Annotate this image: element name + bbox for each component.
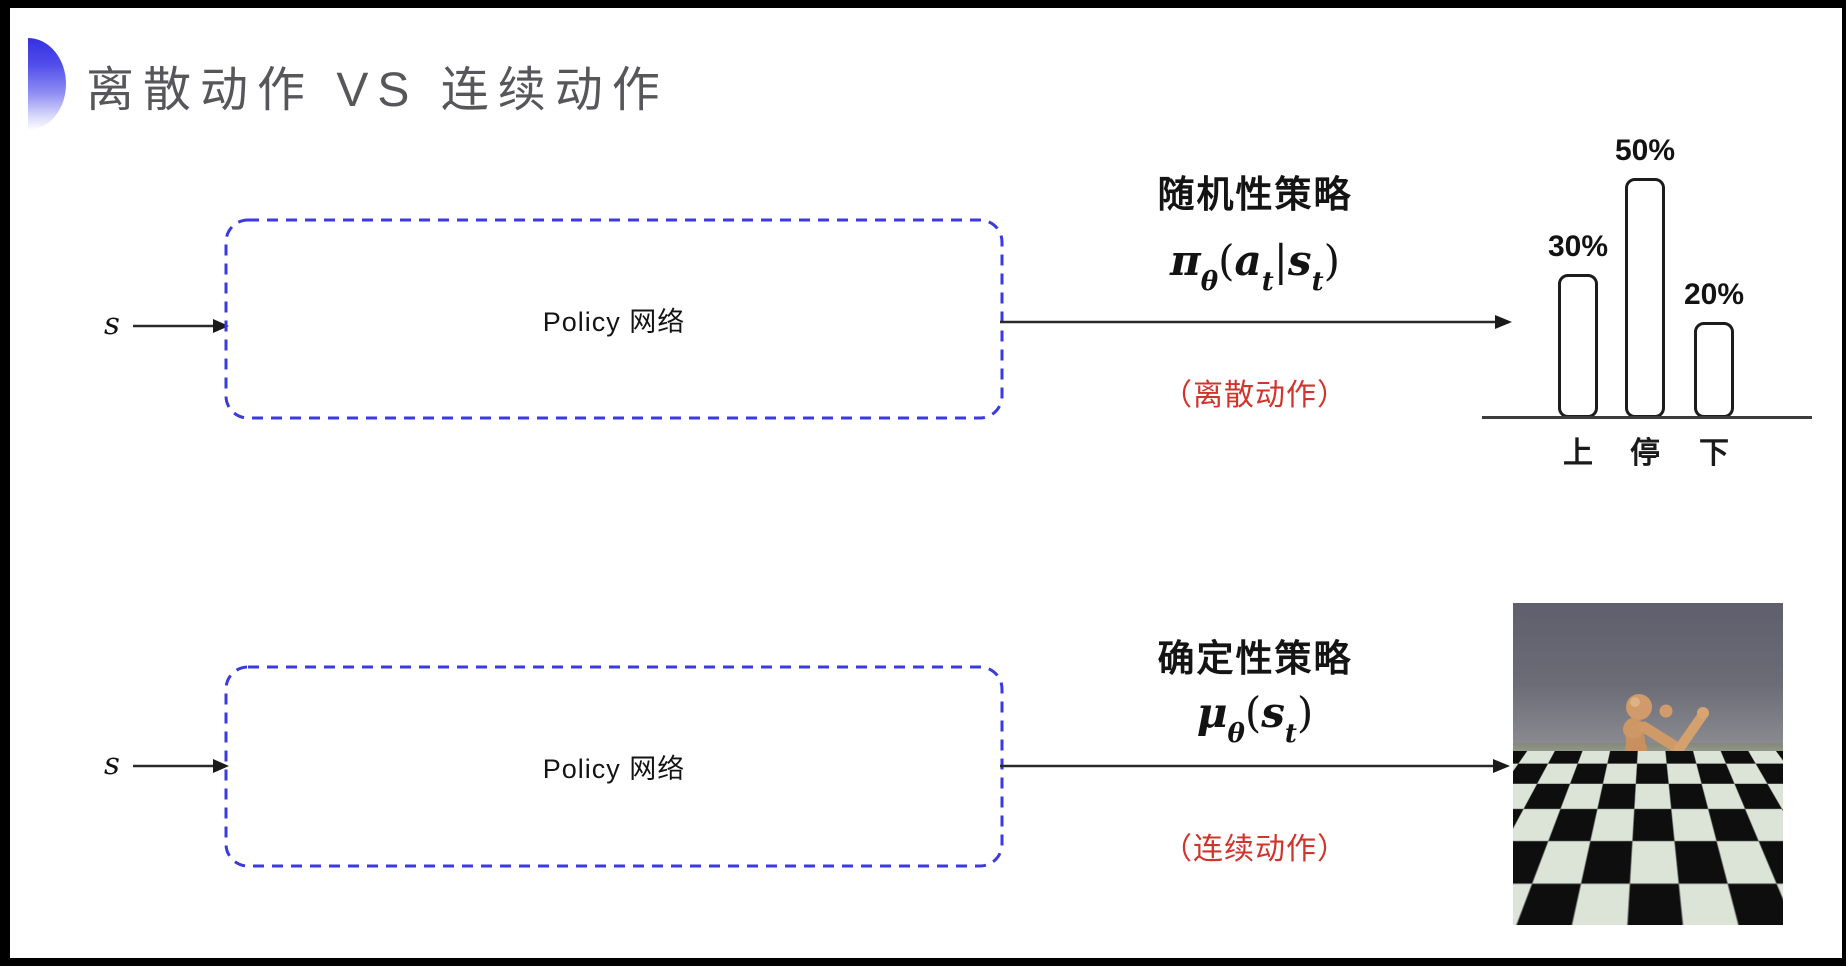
continuous-action-note: （连续动作）: [1162, 833, 1348, 866]
slide-background: 离散动作 VS 连续动作 s Policy 网络 随机性策略 πθ(at|st)…: [10, 8, 1842, 958]
chart-category-label: 停: [1630, 437, 1660, 470]
humanoid-simulation-image: [1513, 603, 1783, 925]
stochastic-policy-title: 随机性策略: [1157, 174, 1353, 215]
formula-mu: μ: [1196, 688, 1228, 737]
probability-bar: [1694, 322, 1734, 418]
probability-bar: [1558, 274, 1598, 418]
action-probability-chart: 30% 50% 20% 上 停 下: [1472, 98, 1822, 470]
arrow-state-to-policy-bottom: [133, 759, 229, 773]
deterministic-policy-formula: μθ(st): [1196, 688, 1314, 750]
state-input-label-top: s: [104, 306, 120, 342]
chart-category-label: 下: [1699, 437, 1729, 470]
formula-pi: π: [1170, 236, 1201, 285]
deterministic-policy-title: 确定性策略: [1157, 638, 1353, 679]
chart-bar-group: 50%: [1605, 98, 1685, 418]
policy-network-box-top: [224, 218, 1004, 420]
bar-value-label: 30%: [1547, 230, 1609, 263]
arrow-policy-to-output-top: [1000, 315, 1512, 329]
humanoid-robot-figure: [1574, 694, 1709, 915]
chart-bar-group: 30%: [1538, 98, 1618, 418]
bar-value-label: 20%: [1683, 278, 1745, 311]
bar-value-label: 50%: [1614, 134, 1676, 167]
page-title: 离散动作 VS 连续动作: [86, 64, 669, 117]
chart-bar-group: 20%: [1674, 98, 1754, 418]
state-input-label-bottom: s: [104, 746, 120, 782]
discrete-action-note: （离散动作）: [1162, 379, 1348, 412]
chart-axis-line: [1482, 416, 1812, 419]
arrow-policy-to-output-bottom: [1000, 759, 1510, 773]
policy-network-label-top: Policy 网络: [542, 306, 686, 337]
policy-network-label-bottom: Policy 网络: [542, 754, 686, 784]
arrow-state-to-policy-top: [133, 319, 229, 333]
probability-bar: [1625, 178, 1665, 418]
stochastic-policy-formula: πθ(at|st): [1170, 236, 1340, 298]
title-bullet-icon: [28, 38, 66, 130]
chart-category-label: 上: [1563, 437, 1593, 470]
